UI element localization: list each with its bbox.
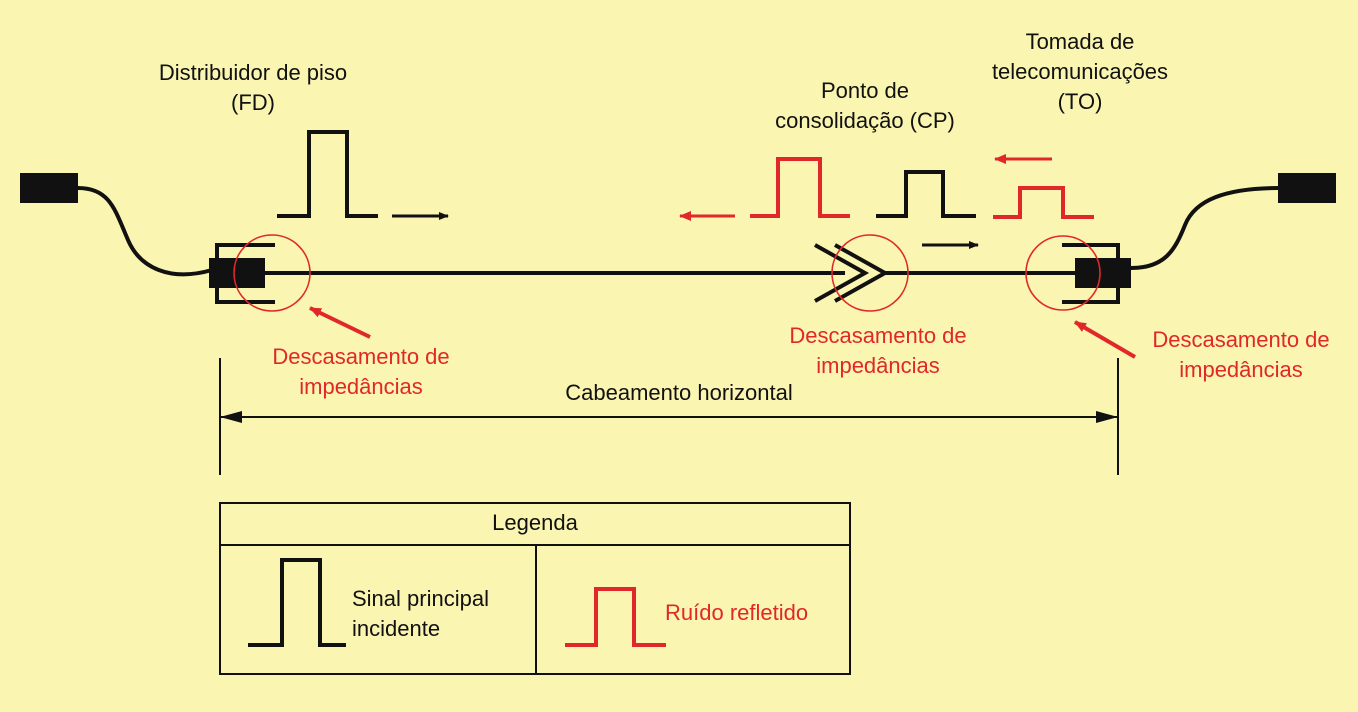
to-mismatch-label: Descasamento de impedâncias (1152, 325, 1329, 385)
incident-pulse-cp (876, 170, 976, 218)
right-plug-icon (1278, 173, 1336, 203)
fd-mismatch-pointer (309, 306, 371, 339)
right-patch-cord (1130, 186, 1281, 270)
cp-mismatch-label: Descasamento de impedâncias (789, 321, 966, 381)
fd-label-line1: Distribuidor de piso (158, 60, 348, 85)
cp-mismatch-label-line1: Descasamento de (789, 323, 967, 348)
cp-label-line2: consolidação (CP) (775, 108, 955, 133)
legend-reflected-label: Ruído refletido (665, 600, 809, 625)
fd-mismatch-label-line2: impedâncias (299, 374, 423, 399)
reflected-pulse-cp (750, 157, 850, 218)
left-plug-icon (20, 173, 78, 203)
to-mismatch-pointer (1073, 320, 1137, 359)
left-patch-cord (77, 186, 213, 277)
cp-mismatch-label-line2: impedâncias (816, 353, 940, 378)
to-label: Tomada de telecomunicações (TO) (992, 27, 1168, 117)
fd-mismatch-label-line1: Descasamento de (272, 344, 450, 369)
to-mismatch-label-line2: impedâncias (1179, 357, 1303, 382)
to-connector-icon (1062, 243, 1131, 304)
legend-incident-line2: incidente (352, 616, 441, 641)
fd-label-line2: (FD) (231, 90, 275, 115)
reflected-pulse-to (993, 186, 1094, 219)
legend-incident-label: Sinal principal incidente (352, 584, 489, 644)
incident-pulse-fd (277, 130, 378, 218)
to-label-line3: (TO) (1057, 89, 1103, 114)
cp-mismatch-circle (831, 234, 909, 312)
legend-reflected-pulse-icon (565, 587, 666, 647)
to-mismatch-circle (1025, 235, 1101, 311)
fd-mismatch-label: Descasamento de impedâncias (272, 342, 449, 402)
to-label-line1: Tomada de (1025, 29, 1135, 54)
cp-chevron-icon (814, 243, 890, 303)
fd-mismatch-circle (233, 234, 311, 312)
fd-label: Distribuidor de piso (FD) (159, 58, 347, 118)
legend-incident-line1: Sinal principal (352, 586, 489, 611)
to-label-line2: telecomunicações (991, 59, 1169, 84)
to-mismatch-label-line1: Descasamento de (1152, 327, 1330, 352)
legend-box (219, 502, 851, 675)
legend-title: Legenda (492, 510, 578, 535)
horizontal-cabling-label: Cabeamento horizontal (565, 380, 793, 405)
legend-incident-pulse-icon (248, 558, 346, 647)
cp-label: Ponto de consolidação (CP) (775, 76, 955, 136)
cp-label-line1: Ponto de (820, 78, 910, 103)
